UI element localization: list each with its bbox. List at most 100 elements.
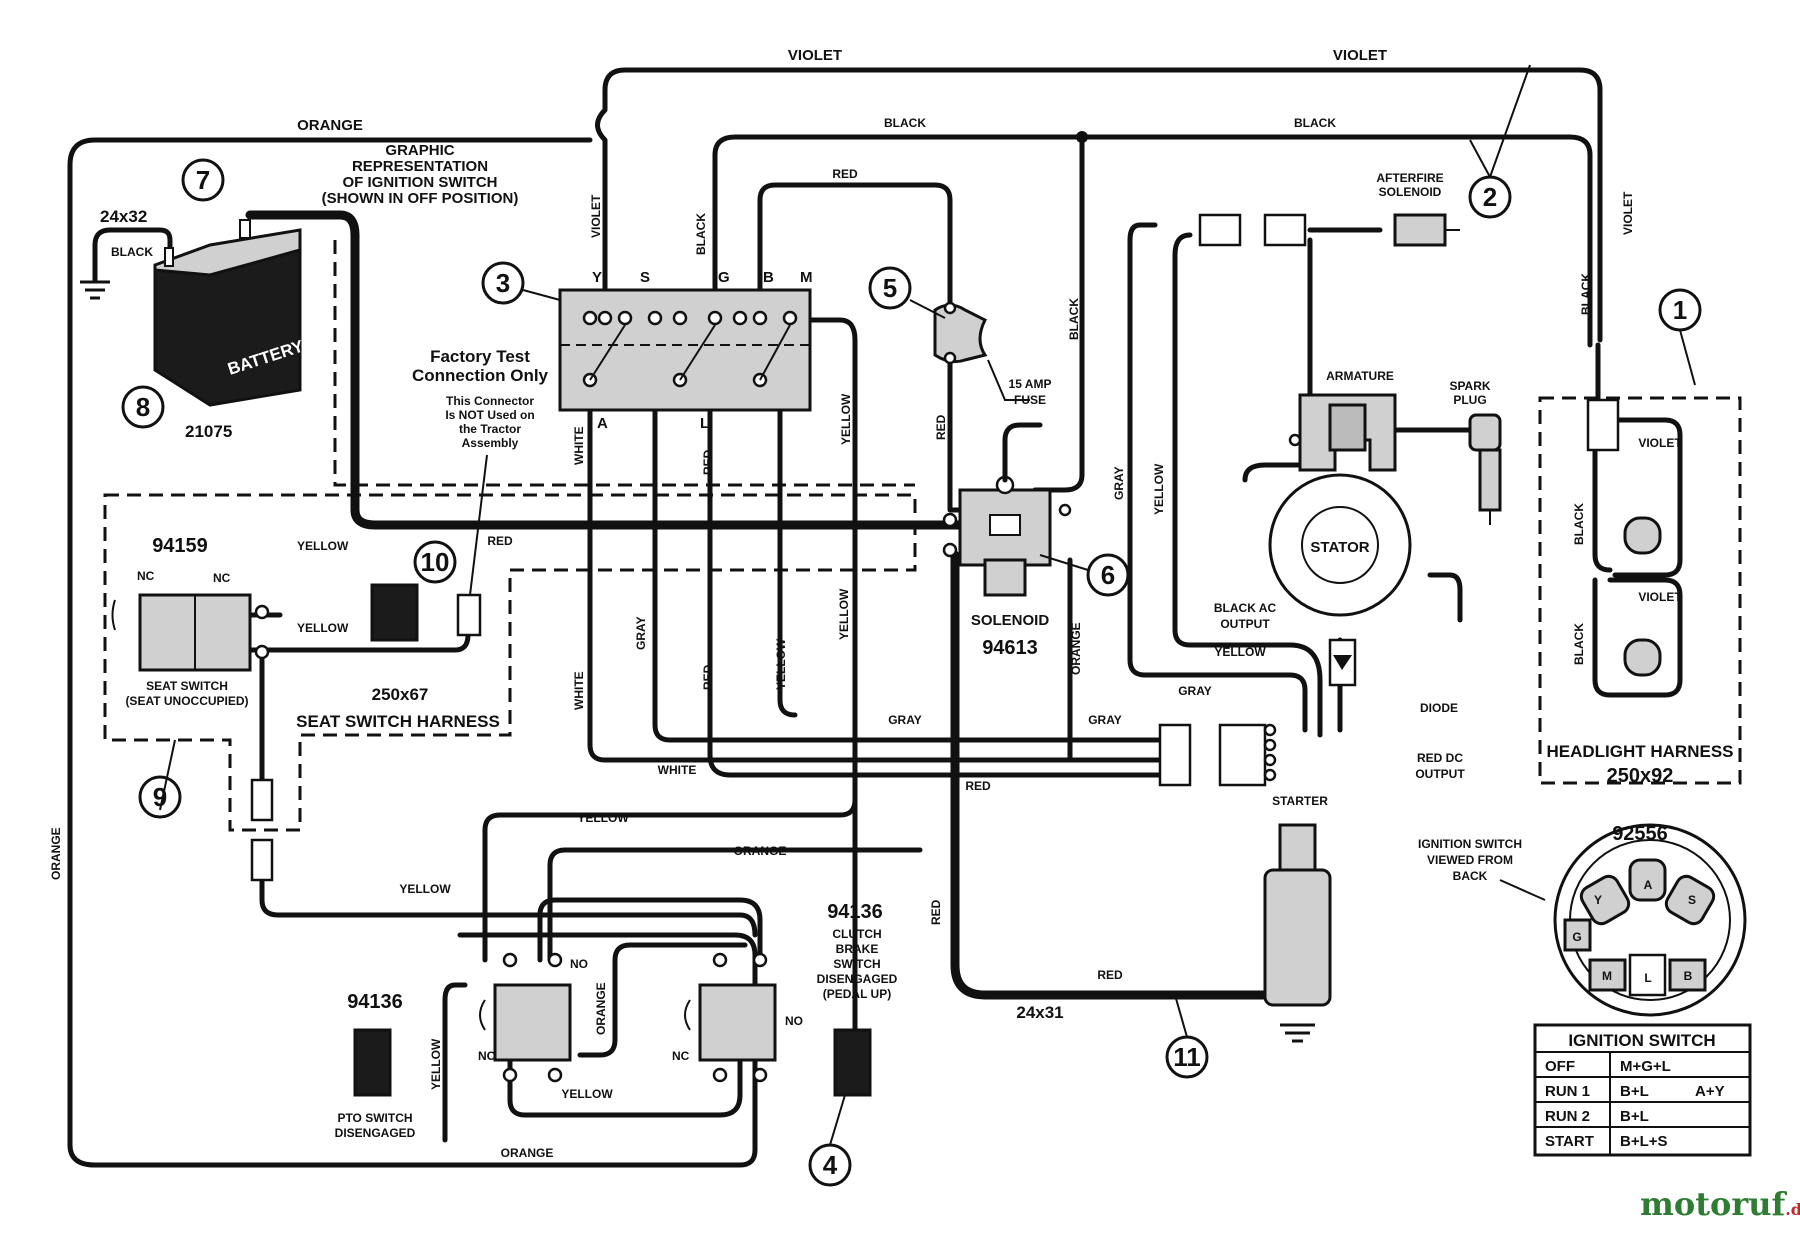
pto-switch	[479, 952, 572, 1083]
red-wire-fuse-solenoid	[947, 357, 963, 513]
black-ac-text-line-0: BLACK AC	[1214, 601, 1277, 615]
lbl-white-h: WHITE	[658, 763, 697, 777]
red-heavy-battery	[245, 210, 965, 530]
lbl-yellow-seat-bottom: YELLOW	[297, 621, 349, 635]
ign-term-a: A	[597, 415, 608, 432]
harness-outlines	[103, 240, 1742, 832]
tbl-pos-0: OFF	[1545, 1058, 1575, 1075]
red-wire-fuse	[757, 182, 953, 308]
callout-5: 5	[883, 273, 897, 303]
spark-plug	[1468, 413, 1502, 525]
tbl-c2-1: A+Y	[1695, 1083, 1725, 1100]
gray-wire	[652, 397, 1163, 743]
stator-label: STATOR	[1310, 539, 1369, 556]
lbl-orange-top: ORANGE	[297, 117, 363, 134]
red-heavy-starter	[950, 550, 1270, 1000]
seat-harness-label: SEAT SWITCH HARNESS	[296, 712, 500, 731]
back-term-g: G	[1572, 930, 1581, 944]
headlight-black-1	[1592, 442, 1613, 573]
lbl-yellow-vert-1: YELLOW	[839, 393, 853, 445]
lbl-gray-h1: GRAY	[888, 713, 922, 727]
yellow-wire-m	[797, 317, 858, 1063]
ignition-table	[1533, 1023, 1752, 1157]
back-term-b: B	[1684, 969, 1693, 983]
battery: BATTERY	[153, 219, 306, 407]
tbl-c1-0: M+G+L	[1620, 1058, 1671, 1075]
lbl-red-top: RED	[832, 167, 858, 181]
ignition-back-pointer	[1499, 879, 1546, 901]
lbl-headlight-black-2: BLACK	[1572, 623, 1586, 665]
armature	[1288, 393, 1397, 472]
lbl-orange-pto: ORANGE	[594, 982, 608, 1035]
tbl-c1-1: B+L	[1620, 1083, 1649, 1100]
afterfire-solenoid	[1198, 213, 1460, 247]
yellow-pto-left	[442, 982, 468, 1143]
stator-ground	[1427, 572, 1463, 623]
lbl-black-top-mid: BLACK	[884, 116, 926, 130]
solenoid-label: SOLENOID	[971, 612, 1050, 629]
clutch-text-line-1: BRAKE	[836, 942, 879, 956]
lbl-yellow-vert-stator: YELLOW	[1152, 463, 1166, 515]
back-term-a: A	[1644, 878, 1653, 892]
wire-labels: VIOLET VIOLET ORANGE BLACK BLACK RED BLA…	[49, 47, 1682, 1160]
lbl-yellow-pto-bottom: YELLOW	[561, 1087, 613, 1101]
clutch-part: 94136	[827, 901, 883, 923]
seat-harness-part: 250x67	[372, 685, 429, 704]
solenoid-part: 94613	[982, 637, 1038, 659]
lbl-orange-solenoid: ORANGE	[1069, 622, 1083, 675]
ign-term-s: S	[640, 269, 650, 286]
callout-7: 7	[196, 165, 210, 195]
lbl-violet-vert: VIOLET	[589, 194, 603, 238]
clutch-text-line-4: (PEDAL UP)	[823, 987, 891, 1001]
orange-pto	[577, 942, 748, 1058]
lbl-yellow-left-low: YELLOW	[399, 882, 451, 896]
clutch-text-line-2: SWITCH	[833, 957, 880, 971]
headlight-harness-outline	[1538, 396, 1742, 785]
lbl-red-harness: RED	[487, 534, 513, 548]
battery-part: 21075	[185, 422, 232, 441]
headlight-harness	[1586, 398, 1662, 677]
callout-4: 4	[823, 1150, 838, 1180]
headlight-harness-label: HEADLIGHT HARNESS	[1546, 742, 1733, 761]
black-wire-solenoid	[1032, 134, 1085, 493]
callout-10: 10	[421, 547, 450, 577]
ign-graphic-text-line-2: OF IGNITION SWITCH	[343, 174, 498, 191]
ignition-switch-graphic	[558, 288, 812, 412]
orange-wire-mid	[547, 847, 923, 963]
headlight-violet-1	[1592, 417, 1683, 578]
black-wire-top	[712, 134, 1593, 348]
back-term-s: S	[1688, 893, 1696, 907]
fuse	[933, 301, 988, 365]
clutch-text-line-0: CLUTCH	[832, 927, 881, 941]
callout-8: 8	[136, 392, 150, 422]
seat-nc-2: NC	[213, 571, 231, 585]
diode-label: DIODE	[1420, 701, 1458, 715]
lbl-yellow-pto-vert: YELLOW	[429, 1038, 443, 1090]
pto-text-line-0: PTO SWITCH	[337, 1111, 412, 1125]
black-ac-text-line-1: OUTPUT	[1220, 617, 1270, 631]
ign-term-g: G	[718, 269, 730, 286]
ign-back-text-line-0: IGNITION SWITCH	[1418, 837, 1522, 851]
clutch-switch	[684, 952, 777, 1083]
fuse-text-line-0: 15 AMP	[1009, 377, 1052, 391]
yellow-wire	[777, 397, 798, 718]
clutch-no: NO	[785, 1014, 803, 1028]
tbl-pos-3: START	[1545, 1133, 1594, 1150]
headlight-harness-part: 250x92	[1607, 765, 1674, 787]
seat-switch	[111, 593, 270, 672]
lbl-yellow-seat-top: YELLOW	[297, 539, 349, 553]
main-connector	[1158, 723, 1277, 787]
seat-switch-label: SEAT SWITCH(SEAT UNOCCUPIED)	[125, 679, 248, 708]
back-term-l: L	[1644, 971, 1651, 985]
ignition-back-part: 92556	[1612, 823, 1668, 845]
yellow-wire-clutch	[482, 557, 858, 963]
ignition-table-title: IGNITION SWITCH	[1568, 1031, 1715, 1050]
ign-term-b: B	[763, 269, 774, 286]
lbl-red-l: RED	[701, 449, 715, 475]
lbl-orange-mid: ORANGE	[734, 844, 787, 858]
lbl-black-vert-right: BLACK	[1067, 298, 1081, 340]
